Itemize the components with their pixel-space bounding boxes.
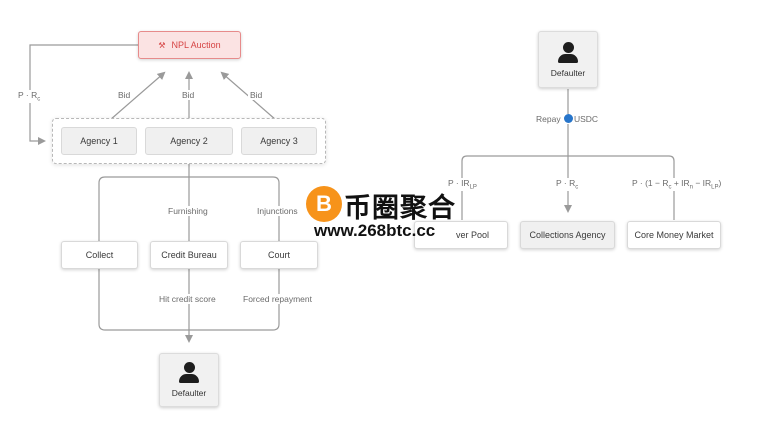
agency-2-node[interactable]: Agency 2: [145, 127, 233, 155]
defaulter-node-left[interactable]: Defaulter: [159, 353, 219, 407]
agency-3-node[interactable]: Agency 3: [241, 127, 317, 155]
gavel-icon: ⚒: [158, 40, 166, 50]
injunctions-label: Injunctions: [255, 206, 300, 216]
lender-pool-node[interactable]: ver Pool: [414, 221, 508, 249]
defaulter-label: Defaulter: [550, 67, 586, 78]
credit-bureau-node[interactable]: Credit Bureau: [150, 241, 228, 269]
agency-1-node[interactable]: Agency 1: [61, 127, 137, 155]
watermark-url: www.268btc.cc: [314, 221, 436, 240]
usdc-coin-icon: [563, 114, 573, 124]
bid-label-1: Bid: [116, 90, 133, 100]
defaulter-label: Defaulter: [171, 388, 207, 398]
watermark-brand-text: 币圈聚合: [344, 193, 456, 223]
repay-usdc-label: Repay USDC: [534, 114, 601, 125]
person-icon: [183, 362, 195, 373]
collect-node[interactable]: Collect: [61, 241, 138, 269]
bid-label-3: Bid: [248, 90, 265, 100]
court-node[interactable]: Court: [240, 241, 318, 269]
formula-recovery-agency: P · Rc: [554, 178, 581, 191]
lender-pool-label: ver Pool: [455, 230, 489, 240]
auction-loop-formula: P · Rc: [16, 90, 43, 103]
npl-auction-label: NPL Auction: [171, 40, 221, 50]
person-icon: [562, 41, 574, 53]
formula-money-market: P · (1 − Rc + IRn − IRLP): [630, 178, 724, 191]
npl-auction-node[interactable]: ⚒ NPL Auction: [138, 31, 241, 59]
bid-label-2: Bid: [180, 90, 197, 100]
bitcoin-coin-icon: B: [306, 186, 342, 222]
defaulter-node-right[interactable]: Defaulter: [538, 31, 598, 88]
furnishing-label: Furnishing: [166, 206, 210, 216]
forced-repayment-label: Forced repayment: [241, 294, 314, 304]
formula-interest-lp: P · IRLP: [446, 178, 479, 191]
collections-agency-node[interactable]: Collections Agency: [520, 221, 615, 249]
core-money-market-node[interactable]: Core Money Market: [627, 221, 721, 249]
hit-credit-score-label: Hit credit score: [157, 294, 218, 304]
